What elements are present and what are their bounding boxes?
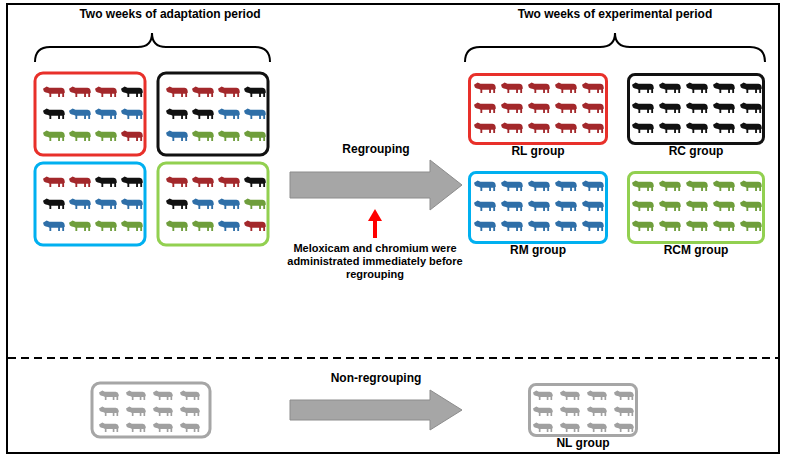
- group-pen: RCM group: [627, 171, 765, 244]
- group-label: RL group: [451, 144, 625, 158]
- annotation-text: Two weeks of experimental period: [465, 7, 765, 21]
- group-pen: RL group: [468, 73, 608, 145]
- group-label: RCM group: [610, 243, 782, 257]
- curly-brace: [35, 33, 270, 62]
- annotation-text: Meloxicam and chromium were administrate…: [280, 242, 470, 282]
- block-arrow: [290, 160, 462, 210]
- group-pen: NL group: [528, 383, 638, 437]
- divider-line: [8, 357, 778, 359]
- block-arrow: [290, 390, 462, 430]
- group-label: NL group: [511, 436, 655, 450]
- annotation-text: Regrouping: [290, 142, 462, 156]
- curly-brace: [465, 33, 765, 62]
- group-label: RC group: [610, 144, 782, 158]
- group-pen: RM group: [468, 171, 608, 244]
- red-arrow: [368, 209, 382, 238]
- cattle-icons: [43, 81, 762, 433]
- annotation-text: Two weeks of adaptation period: [20, 7, 320, 21]
- outer-frame: [7, 4, 779, 453]
- annotation-text: Non-regrouping: [290, 371, 462, 385]
- group-pen: RC group: [627, 73, 765, 145]
- group-label: RM group: [451, 243, 625, 257]
- pen-outline: [35, 73, 268, 437]
